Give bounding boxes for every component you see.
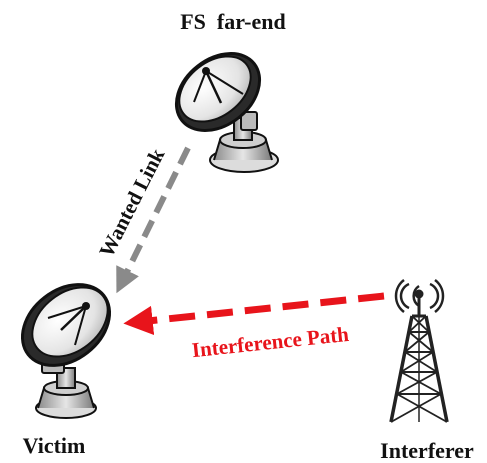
far-end-dish-icon [174, 52, 279, 173]
victim-label: Victim [23, 433, 86, 458]
far-end-label: FS far-end [180, 9, 286, 34]
interferer-tower-icon [389, 279, 449, 423]
interference-path-arrow [123, 292, 385, 336]
interferer-label: Interferer [380, 438, 474, 463]
wanted-link-arrow [116, 146, 191, 294]
interference-path-label: Interference Path [191, 322, 351, 362]
victim-dish-icon [20, 283, 112, 419]
